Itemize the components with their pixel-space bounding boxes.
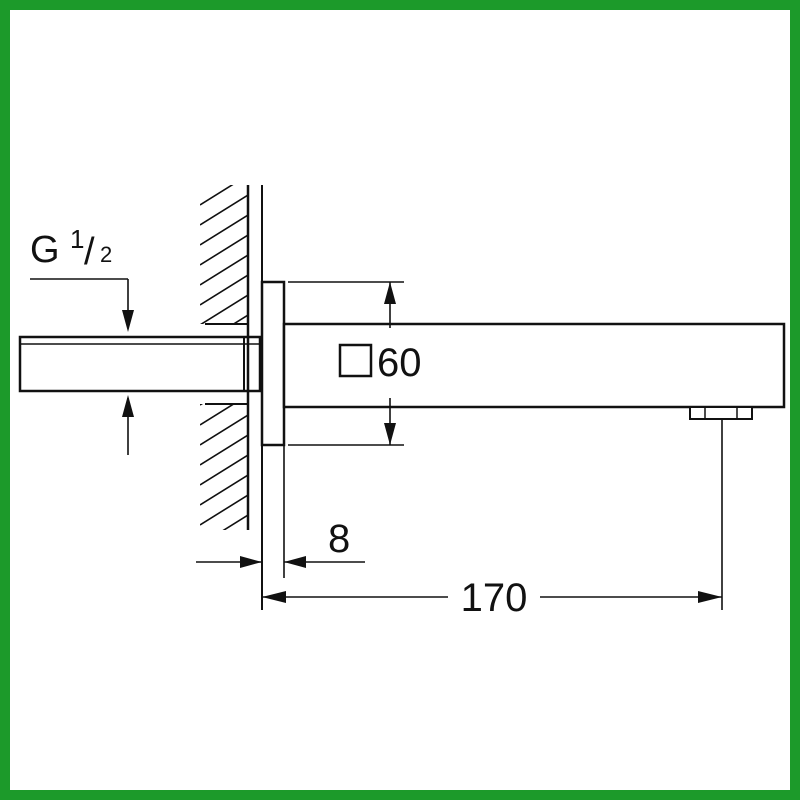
thread-letter-label: G: [30, 229, 60, 271]
thread-slash-label: /: [84, 231, 95, 273]
inlet-pipe: [18, 335, 262, 393]
spout-body: [282, 322, 786, 409]
square-dimension: [288, 281, 404, 446]
aerator: [689, 406, 753, 420]
thread-dimension: [30, 278, 134, 455]
wall-plate: [260, 280, 286, 447]
plate-thickness-label: 8: [328, 517, 350, 561]
plate-thickness-dimension: [196, 445, 365, 578]
square-dimension-icon: [338, 343, 373, 378]
projection-dimension: [262, 419, 723, 610]
square-size-label: 60: [377, 341, 422, 385]
thread-denominator-label: 2: [100, 242, 112, 267]
projection-label: 170: [461, 576, 528, 620]
thread-numerator-label: 1: [70, 224, 84, 254]
